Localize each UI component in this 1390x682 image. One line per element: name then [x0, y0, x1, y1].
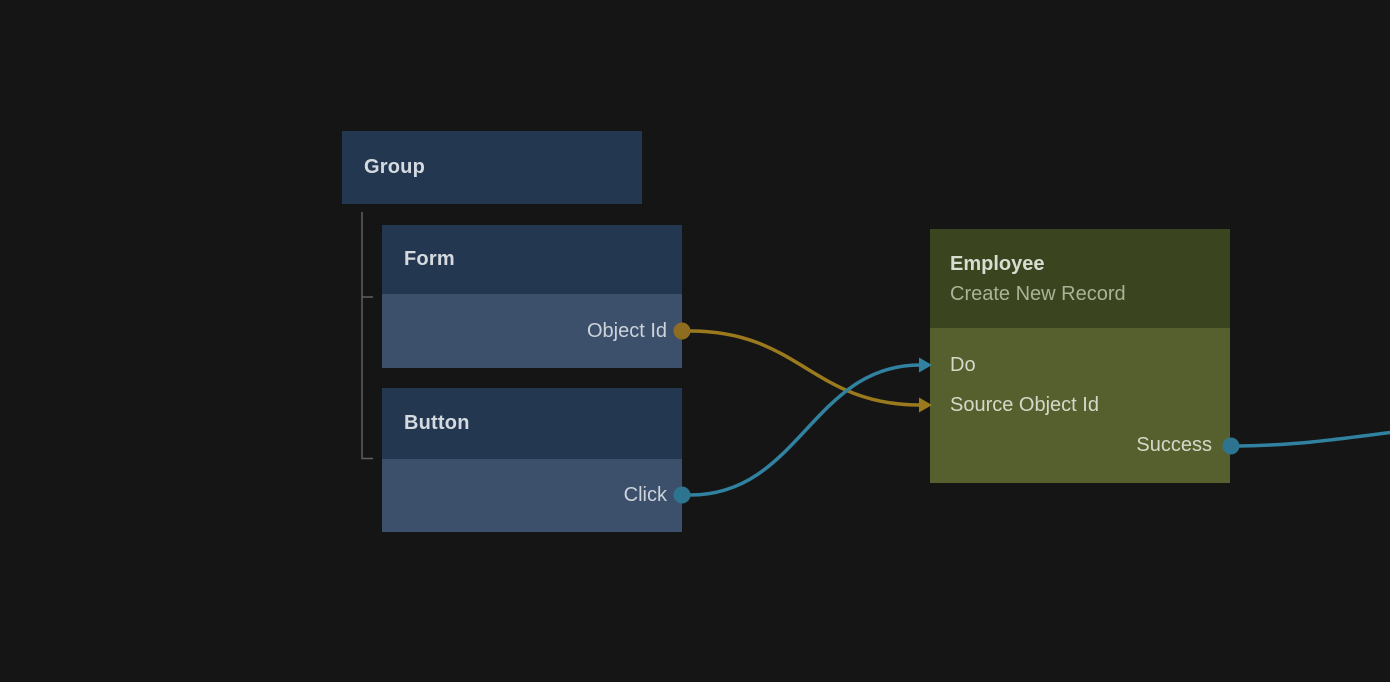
node-form-title: Form	[404, 248, 455, 270]
node-employee-subtitle: Create New Record	[950, 282, 1126, 305]
port-row-click: Click	[382, 459, 682, 532]
port-label-do: Do	[950, 354, 976, 376]
hierarchy-connector-group-form	[361, 212, 373, 298]
port-row-source-object-id: Source Object Id	[930, 385, 1230, 425]
port-label-success: Success	[1136, 434, 1212, 456]
port-row-do: Do	[930, 345, 1230, 385]
node-employee-body: Do Source Object Id Success	[930, 328, 1230, 483]
node-employee-header[interactable]: Employee Create New Record	[930, 229, 1230, 328]
node-group-title: Group	[364, 156, 425, 178]
node-employee[interactable]: Employee Create New Record Do Source Obj…	[930, 229, 1230, 483]
port-row-object-id: Object Id	[382, 294, 682, 368]
port-label-source-object-id: Source Object Id	[950, 394, 1099, 416]
node-group[interactable]: Group	[342, 131, 642, 204]
node-button-header[interactable]: Button	[382, 388, 682, 459]
wire-click-to-do[interactable]	[689, 363, 921, 497]
wire-success-outgoing[interactable]	[1238, 430, 1390, 448]
hierarchy-connector-group-button	[361, 297, 373, 460]
port-label-click: Click	[623, 484, 667, 506]
node-form-header[interactable]: Form	[382, 225, 682, 294]
port-label-object-id: Object Id	[586, 319, 667, 342]
node-employee-title: Employee	[950, 252, 1045, 275]
node-button-title: Button	[404, 412, 470, 434]
wire-object-id-to-source-object-id[interactable]	[689, 329, 921, 407]
node-form[interactable]: Form Object Id	[382, 225, 682, 368]
port-row-success: Success	[930, 425, 1230, 465]
node-button[interactable]: Button Click	[382, 388, 682, 532]
